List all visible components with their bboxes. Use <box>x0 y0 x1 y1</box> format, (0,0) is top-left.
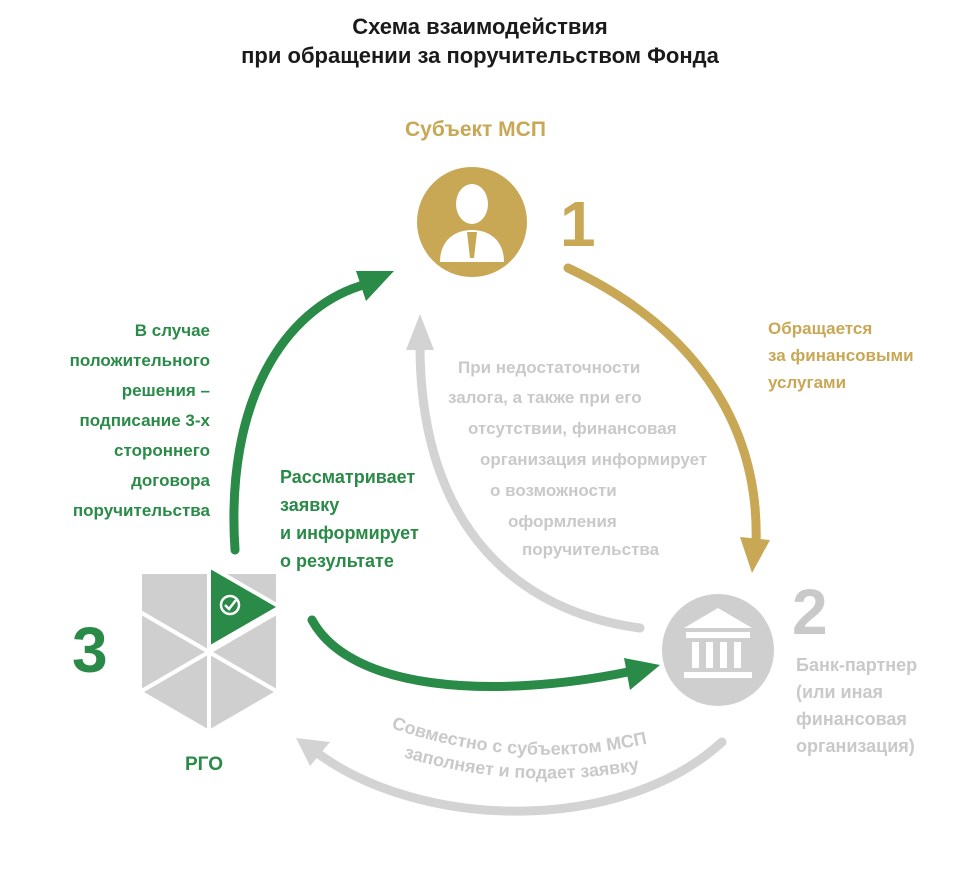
text-line: решения – <box>121 381 210 400</box>
text-line: услугами <box>768 373 847 392</box>
msp-label: Субъект МСП <box>405 118 546 141</box>
bank-label-line: Банк-партнер <box>796 655 918 675</box>
arrow-msp-to-bank-head <box>740 537 770 573</box>
rgo-active-segment <box>207 562 284 652</box>
rgo-to-msp-text: В случае положительного решения – подпис… <box>40 316 210 526</box>
msp-number: 1 <box>560 188 596 260</box>
text-line: за финансовыми <box>768 346 914 365</box>
bank-label-line: (или иная <box>796 682 884 702</box>
diagram-title: Схема взаимодействия при обращении за по… <box>0 12 960 70</box>
hexagon-checkmark-icon <box>136 570 282 736</box>
title-line-1: Схема взаимодействия <box>352 14 608 39</box>
bank-building-icon <box>662 594 774 706</box>
rgo-to-bank-text: Рассматривает заявку и информирует о рез… <box>280 463 419 575</box>
arrow-rgo-to-msp-head <box>356 271 394 301</box>
text-line: положительного <box>69 351 210 370</box>
arrow-bank-to-msp <box>415 340 645 633</box>
text-line: о результате <box>280 551 394 571</box>
title-line-2: при обращении за поручительством Фонда <box>241 43 719 68</box>
bank-to-msp-line: оформления <box>508 512 617 531</box>
text-line: и информирует <box>280 523 419 543</box>
arrow-rgo-to-msp <box>229 281 365 555</box>
text-line: Рассматривает <box>280 467 416 487</box>
bank-label-line: организация) <box>796 736 915 756</box>
text-line: Обращается <box>768 319 873 338</box>
arrow-rgo-to-bank-head <box>624 658 660 690</box>
bank-to-msp-line: поручительства <box>522 540 660 559</box>
text-line: заявку <box>280 495 340 515</box>
rgo-label: РГО <box>185 754 223 775</box>
text-line: поручительства <box>72 501 210 520</box>
text-line: В случае <box>134 321 210 340</box>
rgo-number: 3 <box>72 614 108 686</box>
text-line: договора <box>131 471 210 490</box>
bank-label-line: финансовая <box>796 709 907 729</box>
msp-to-bank-text: Обращается за финансовыми услугами <box>768 315 914 396</box>
bank-to-msp-line: отсутствии, финансовая <box>468 419 677 438</box>
businessman-icon <box>417 167 527 277</box>
arrow-msp-to-bank <box>563 263 761 550</box>
bank-to-msp-line: залога, а также при его <box>448 388 642 407</box>
bank-number: 2 <box>792 576 828 648</box>
text-line: подписание 3-х <box>79 411 210 430</box>
arrow-bank-to-rgo <box>311 737 727 816</box>
arrow-bank-to-msp-head <box>406 314 434 350</box>
arrow-rgo-to-bank <box>307 615 633 691</box>
bank-to-msp-line: о возможности <box>490 481 617 500</box>
text-line: стороннего <box>114 441 210 460</box>
bank-to-msp-line: организация информирует <box>480 450 708 469</box>
bank-label: Банк-партнер (или иная финансовая органи… <box>796 652 917 760</box>
arrow-bank-to-rgo-head <box>296 738 330 766</box>
bank-to-msp-line: При недостаточности <box>458 358 641 377</box>
